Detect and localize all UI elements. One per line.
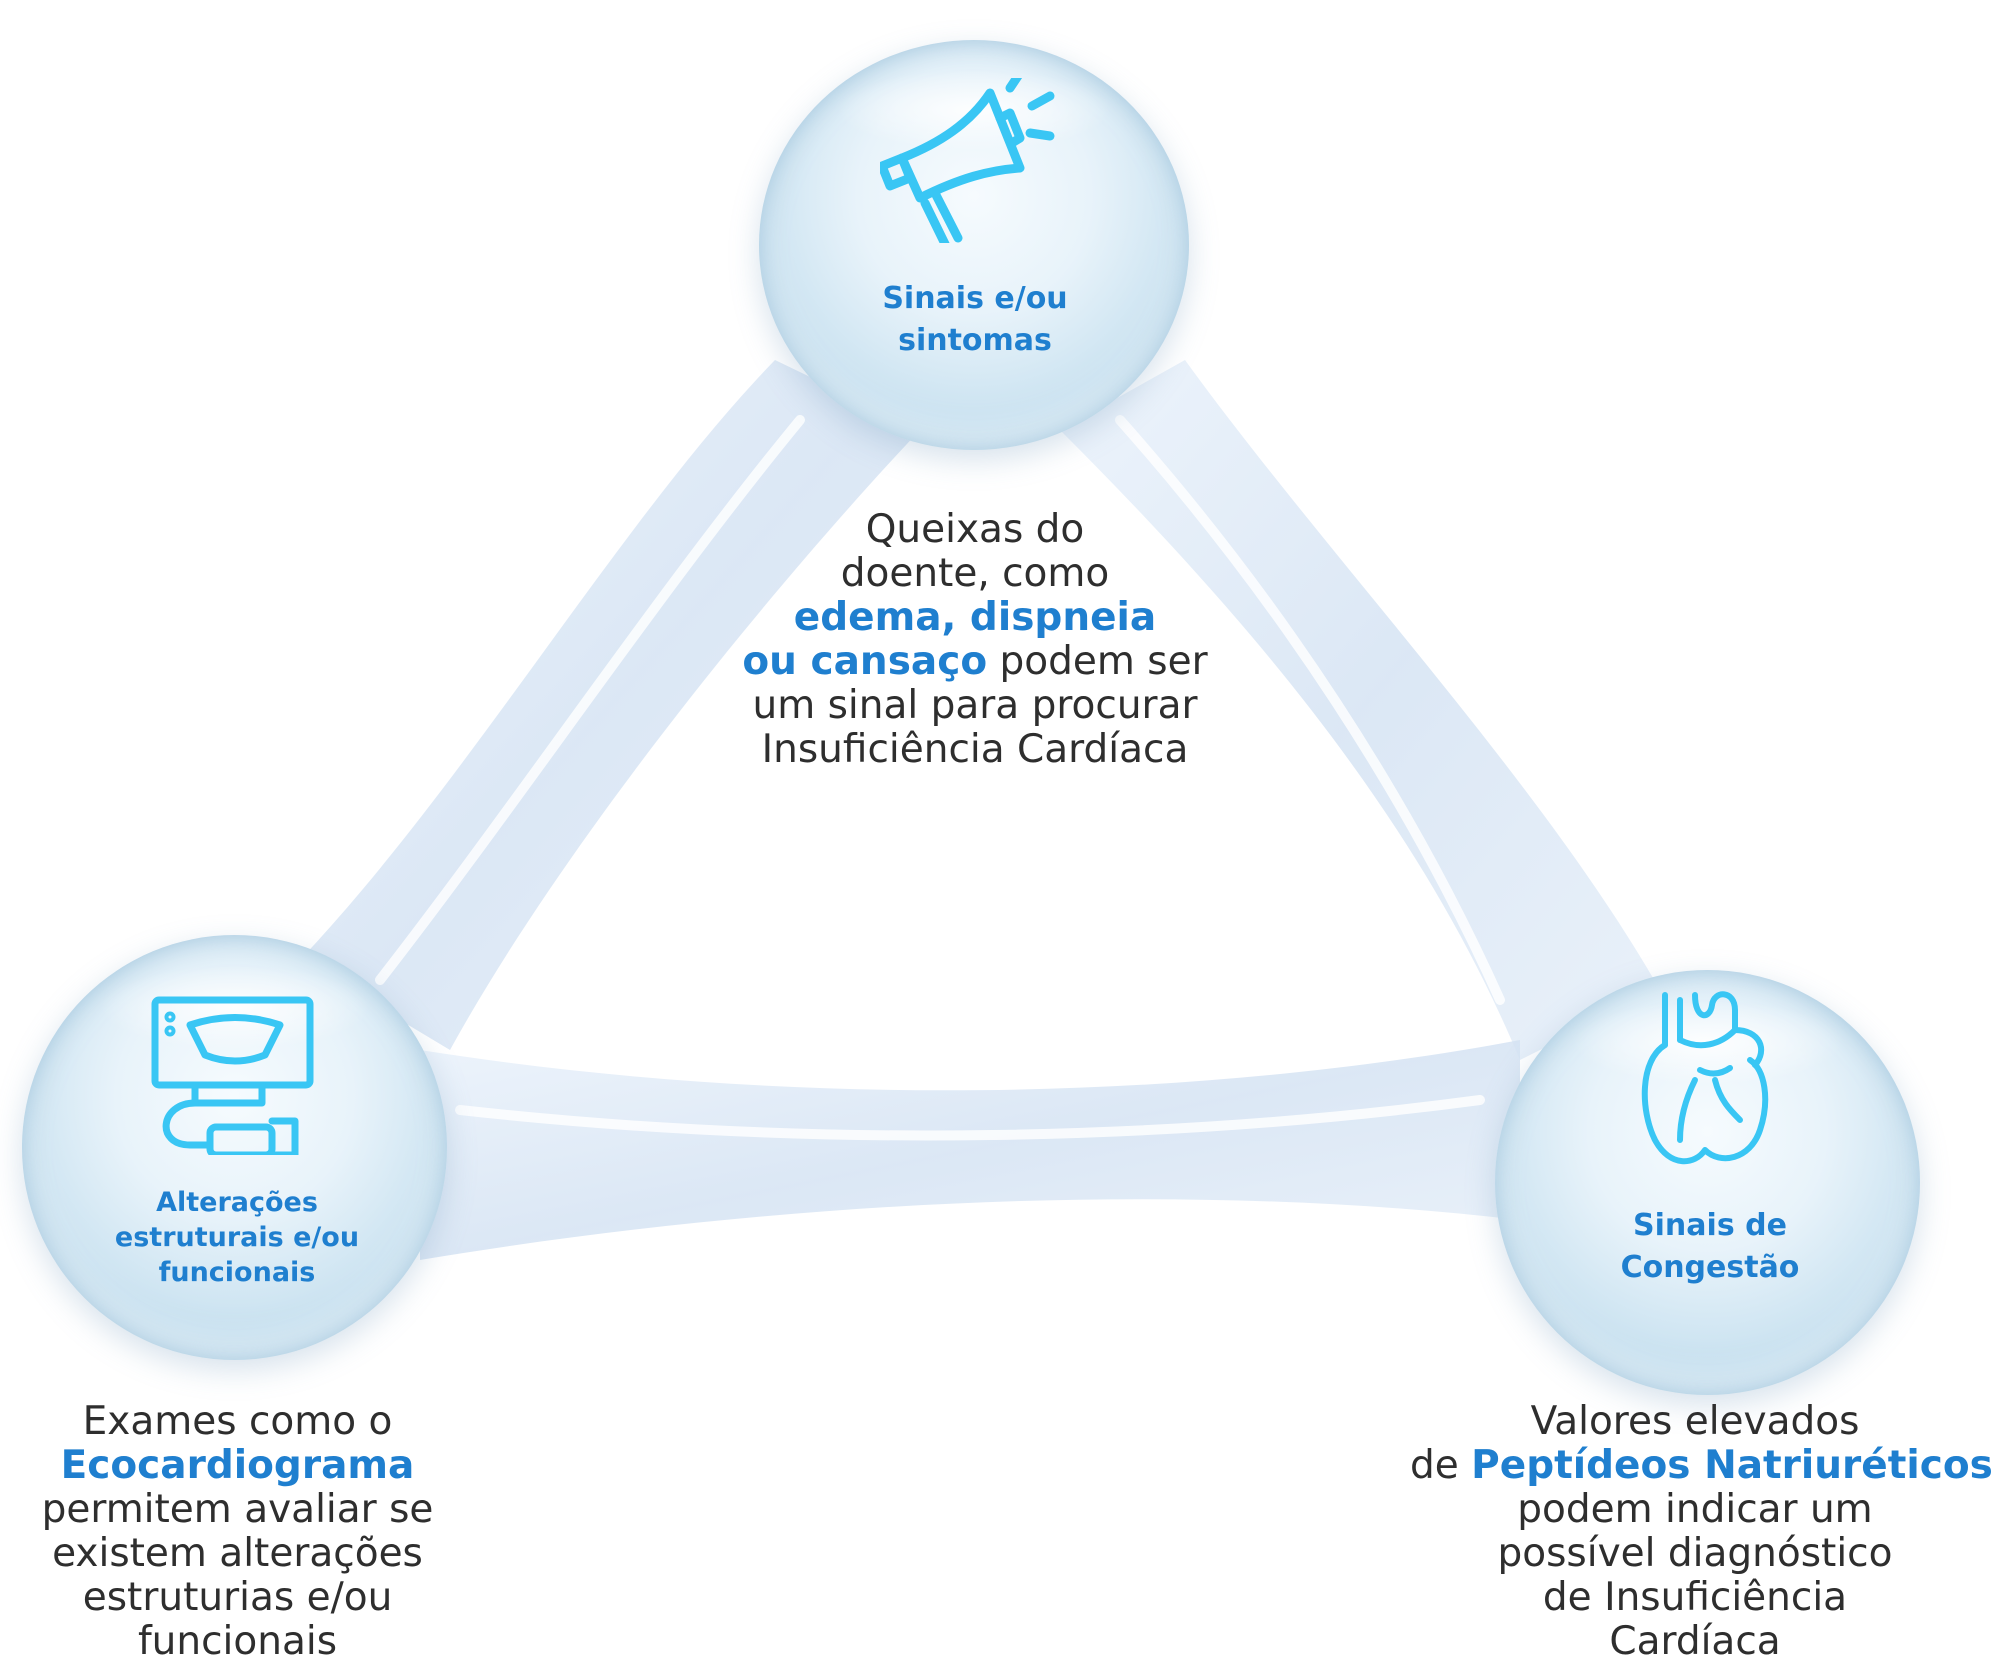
megaphone-icon — [880, 78, 1055, 243]
connector-left-right — [420, 1040, 1520, 1260]
description-signs-symptoms: Queixas do doente, como edema, dispneia … — [695, 508, 1255, 772]
label-line: Congestão — [1620, 1250, 1800, 1285]
desc-line: funcionais — [137, 1619, 338, 1664]
label-line: estruturais e/ou — [114, 1222, 360, 1253]
desc-highlight: ou cansaço — [742, 639, 988, 684]
desc-line: possível diagnóstico — [1497, 1531, 1893, 1576]
label-line: Sinais de — [1633, 1208, 1787, 1243]
desc-text: de — [1410, 1443, 1472, 1488]
desc-line: Cardíaca — [1609, 1619, 1781, 1664]
bubble-structural-changes — [22, 935, 447, 1360]
desc-line: Exames como o — [82, 1399, 393, 1444]
connector-highlight-b — [1115, 415, 1505, 1005]
desc-line: podem indicar um — [1517, 1487, 1873, 1532]
desc-line: um sinal para procurar — [752, 683, 1198, 728]
desc-line: estruturias e/ou — [82, 1575, 393, 1620]
label-congestion: Sinais de Congestão — [1565, 1205, 1855, 1289]
label-structural-changes: Alterações estruturais e/ou funcionais — [82, 1185, 392, 1290]
label-line: Alterações — [156, 1187, 318, 1218]
desc-line: de Peptídeos Natriuréticos — [1410, 1443, 1991, 1488]
label-line: sintomas — [898, 323, 1052, 358]
desc-line: Insuficiência Cardíaca — [761, 727, 1189, 772]
desc-line: ou cansaço podem ser — [695, 640, 1255, 684]
connector-highlight-a — [375, 415, 805, 985]
label-signs-symptoms: Sinais e/ou sintomas — [830, 278, 1120, 362]
description-congestion: Valores elevados de Peptídeos Natriuréti… — [1410, 1399, 1991, 1664]
desc-line: de Insuficiência — [1542, 1575, 1848, 1620]
description-structural-changes: Exames como o Ecocardiograma permitem av… — [15, 1400, 460, 1664]
bubble-signs-symptoms — [759, 40, 1189, 450]
label-line: Sinais e/ou — [882, 281, 1068, 316]
desc-highlight: edema, dispneia — [793, 595, 1157, 640]
desc-highlight: Ecocardiograma — [60, 1443, 415, 1488]
label-line: funcionais — [158, 1257, 316, 1288]
heart-icon — [1641, 991, 1769, 1165]
desc-line: existem alterações — [52, 1531, 423, 1576]
desc-line: permitem avaliar se — [41, 1487, 434, 1532]
desc-line: doente, como — [840, 551, 1110, 596]
connector-highlight-c — [455, 1095, 1485, 1141]
desc-line: Valores elevados — [1530, 1399, 1860, 1444]
desc-highlight: Peptídeos Natriuréticos — [1471, 1443, 1991, 1488]
desc-text: podem ser — [987, 639, 1208, 684]
desc-line: Queixas do — [865, 507, 1085, 552]
ultrasound-machine-icon — [151, 996, 314, 1155]
